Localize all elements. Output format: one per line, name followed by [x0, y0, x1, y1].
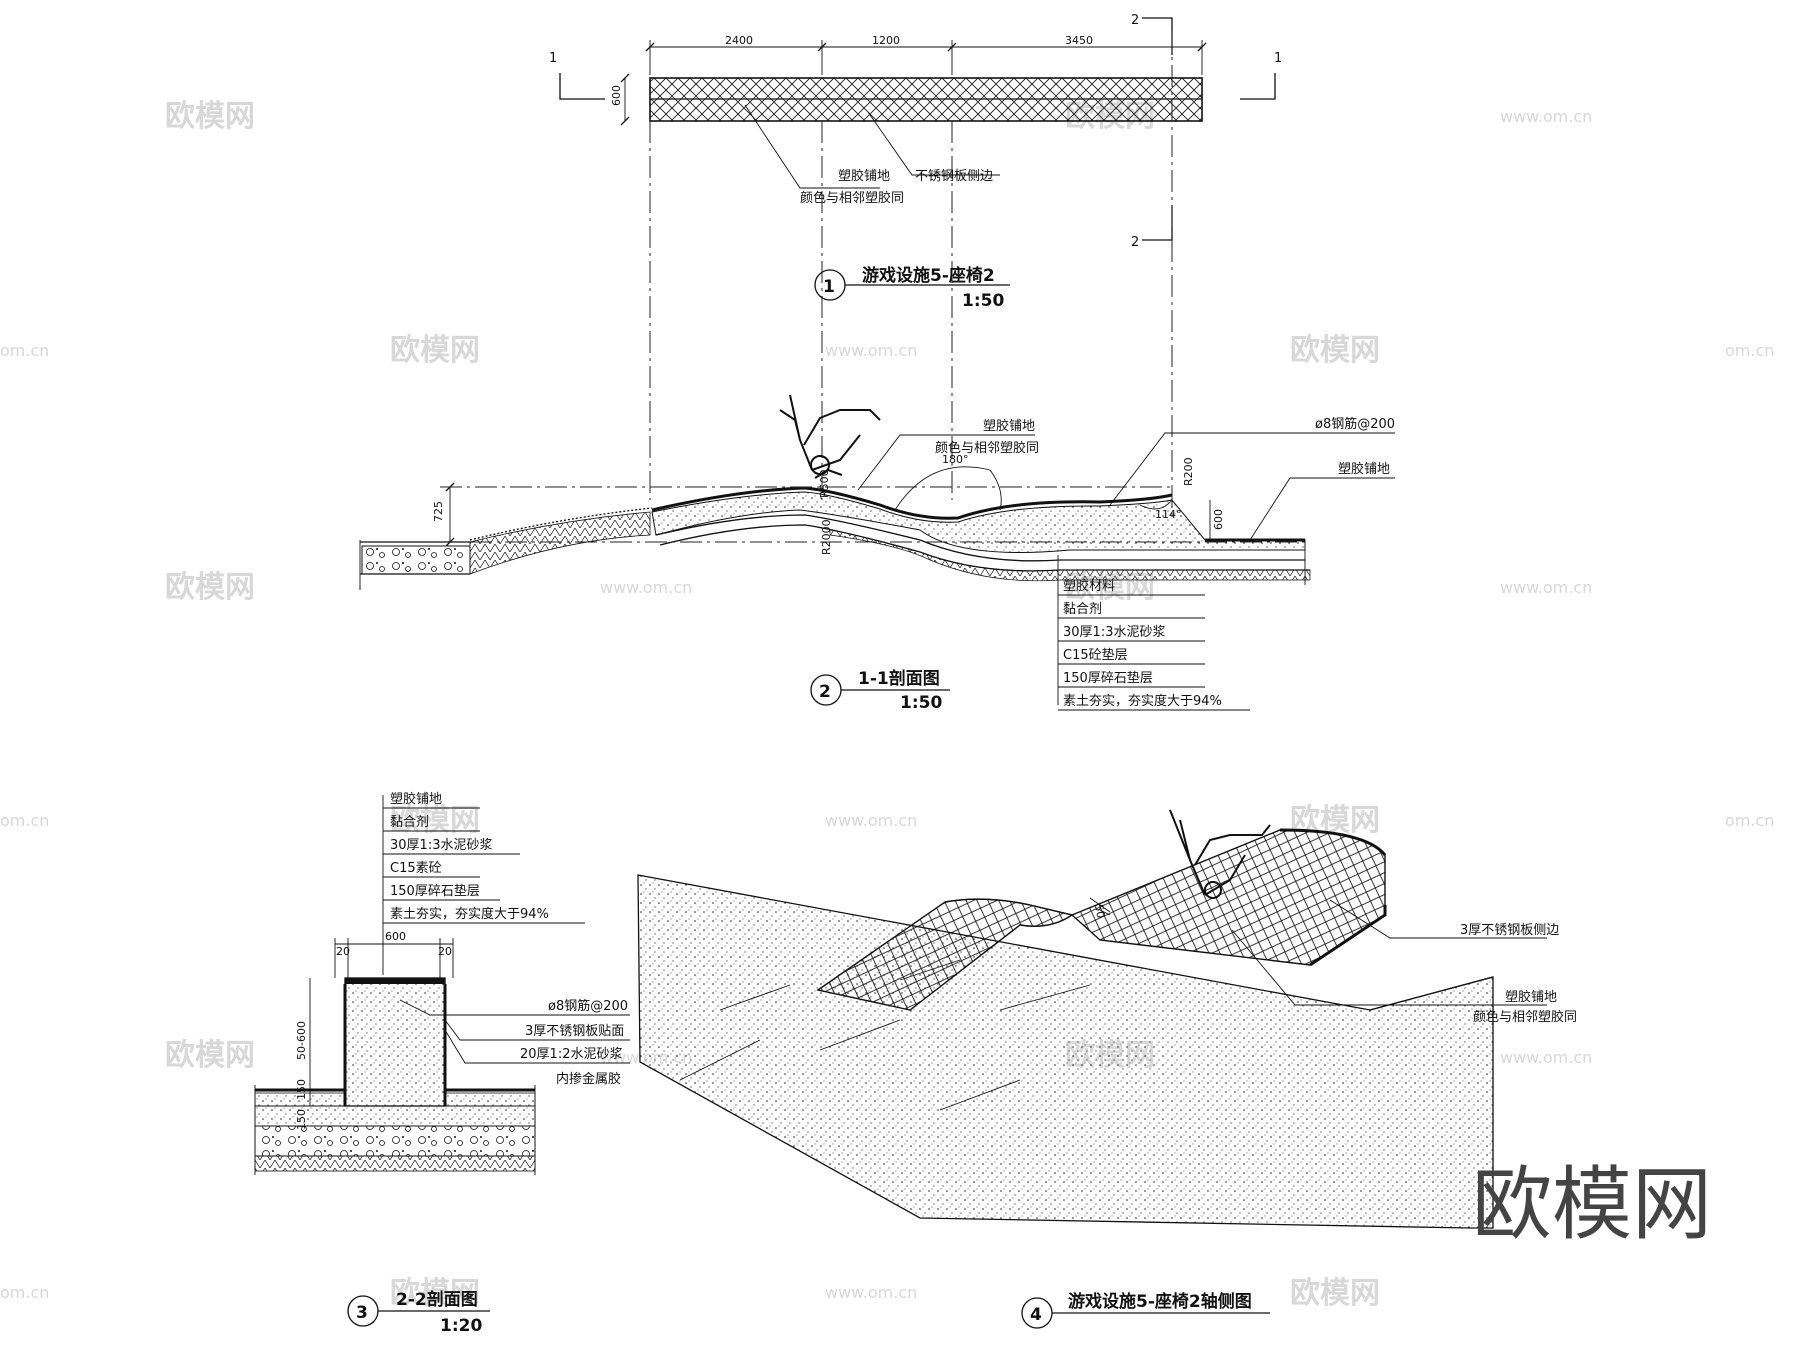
watermark-url: om.cn — [1725, 341, 1774, 360]
human-figure-icon — [1169, 809, 1271, 899]
watermark-url: www.om.cn — [825, 1283, 917, 1302]
section-mark-2-top: 2 — [1131, 13, 1139, 28]
watermark-text: 欧模网 — [390, 333, 480, 368]
note-color-same: 颜色与相邻塑胶同 — [800, 190, 904, 206]
section-1-1-title: 1-1剖面图 — [858, 668, 940, 689]
section-2-2-drawing: 塑胶铺地 黏合剂 30厚1:3水泥砂浆 C15素砼 150厚碎石垫层 素土夯实，… — [254, 791, 630, 1336]
watermark-text: 欧模网 — [1290, 1276, 1380, 1311]
section-1-1-drawing: 725 600 R500 R2000 R200 180° 114° 塑胶铺地 颜… — [359, 394, 1395, 713]
layer-4: C15砼垫层 — [1063, 647, 1128, 663]
title-number-3: 3 — [356, 1303, 368, 1323]
note-plastic-paving: 塑胶铺地 — [838, 168, 890, 184]
title-number-1: 1 — [823, 277, 835, 297]
dim-3450: 3450 — [1065, 34, 1093, 47]
dim-22-height: 50-600 — [295, 1021, 308, 1060]
note22-mortar: 20厚1:2水泥砂浆 — [520, 1047, 622, 1062]
layer-6: 素土夯实，夯实度大于94% — [1063, 693, 1222, 709]
brand-watermark-large: 欧模网 — [1472, 1158, 1712, 1251]
section-1-1-scale: 1:50 — [900, 693, 942, 713]
label-angle-114: 114° — [1155, 508, 1182, 521]
section-mark-1-left: 1 — [549, 51, 557, 66]
note-plastic-paving-section: 塑胶铺地 — [983, 418, 1035, 434]
watermark-text: 欧模网 — [390, 803, 480, 838]
section-2-2-title: 2-2剖面图 — [396, 1289, 478, 1310]
layer-5: 150厚碎石垫层 — [1063, 670, 1153, 686]
watermark-url: www.om.cn — [1500, 107, 1592, 126]
note-color-same-section: 颜色与相邻塑胶同 — [935, 440, 1039, 456]
label-angle-180: 180° — [942, 453, 969, 466]
layer22-6: 素土夯实，夯实度大于94% — [390, 906, 549, 922]
axo-dim-50: 50 — [1092, 903, 1107, 919]
plan-scale: 1:50 — [962, 291, 1004, 311]
watermark-url: www.om.cn — [825, 341, 917, 360]
plan-drawing: 2400 1200 3450 600 1 1 2 2 塑胶铺地 颜色与相邻塑胶同… — [549, 13, 1282, 520]
layer22-3: 30厚1:3水泥砂浆 — [390, 838, 492, 853]
section-mark-2-bottom: 2 — [1131, 235, 1139, 250]
layer-3: 30厚1:3水泥砂浆 — [1063, 625, 1165, 640]
watermark-url: om.cn — [0, 1283, 49, 1302]
dim-22-600: 600 — [385, 930, 406, 943]
label-r200: R200 — [1182, 457, 1195, 486]
watermark-url: om.cn — [1725, 811, 1774, 830]
layer22-2: 黏合剂 — [390, 814, 429, 830]
section-2-2-scale: 1:20 — [440, 1316, 482, 1336]
axonometric-drawing: 50 3厚不锈钢板侧边 塑胶铺地 颜色与相邻塑胶同 4 游戏设施5-座椅2轴侧图 — [637, 809, 1577, 1329]
layer22-5: 150厚碎石垫层 — [390, 883, 480, 899]
layer-1: 塑胶材料 — [1063, 578, 1115, 594]
dim-22-20a: 20 — [336, 945, 350, 958]
seat-block-section — [344, 977, 446, 1107]
axo-note-plastic: 塑胶铺地 — [1505, 989, 1557, 1005]
watermark-url: om.cn — [0, 811, 49, 830]
layer-2: 黏合剂 — [1063, 601, 1102, 617]
layer22-1: 塑胶铺地 — [390, 791, 442, 807]
dim-1200: 1200 — [872, 34, 900, 47]
watermark-text: 欧模网 — [165, 1038, 255, 1073]
dim-725: 725 — [432, 501, 445, 522]
watermark-text: 欧模网 — [165, 570, 255, 605]
dim-2400: 2400 — [725, 34, 753, 47]
axonometric-title: 游戏设施5-座椅2轴侧图 — [1068, 1291, 1252, 1312]
plan-title: 游戏设施5-座椅2 — [862, 265, 995, 286]
note-steel-edge: 不锈钢板侧边 — [915, 169, 993, 184]
title-number-2: 2 — [819, 682, 831, 702]
watermark-url: www.om.cn — [825, 811, 917, 830]
note-plastic-paving-right: 塑胶铺地 — [1338, 461, 1390, 477]
layer22-4: C15素砼 — [390, 861, 442, 876]
axo-note-color: 颜色与相邻塑胶同 — [1473, 1009, 1577, 1025]
watermark-text: 欧模网 — [165, 99, 255, 134]
watermark-url: www.om.cn — [1500, 578, 1592, 597]
note22-rebar: ø8钢筋@200 — [548, 998, 628, 1014]
dim-600: 600 — [610, 85, 623, 106]
watermark-url: om.cn — [0, 341, 49, 360]
watermark-text: 欧模网 — [1290, 333, 1380, 368]
note22-glue: 内掺金属胶 — [556, 1071, 621, 1087]
note22-steel: 3厚不锈钢板贴面 — [525, 1024, 624, 1039]
title-number-4: 4 — [1030, 1305, 1042, 1325]
watermark-url: www.om.cn — [600, 578, 692, 597]
label-r500: R500 — [818, 469, 831, 498]
watermark-url: www.om.cn — [1500, 1048, 1592, 1067]
watermark-text: 欧模网 — [390, 1276, 480, 1311]
dim-22-20b: 20 — [438, 945, 452, 958]
axo-note-steel: 3厚不锈钢板侧边 — [1460, 923, 1559, 938]
label-r2000: R2000 — [820, 519, 833, 555]
human-figure-icon — [779, 394, 881, 479]
note-rebar: ø8钢筋@200 — [1315, 416, 1395, 432]
section-mark-1-right: 1 — [1274, 51, 1282, 66]
dim-600-right: 600 — [1212, 509, 1225, 530]
